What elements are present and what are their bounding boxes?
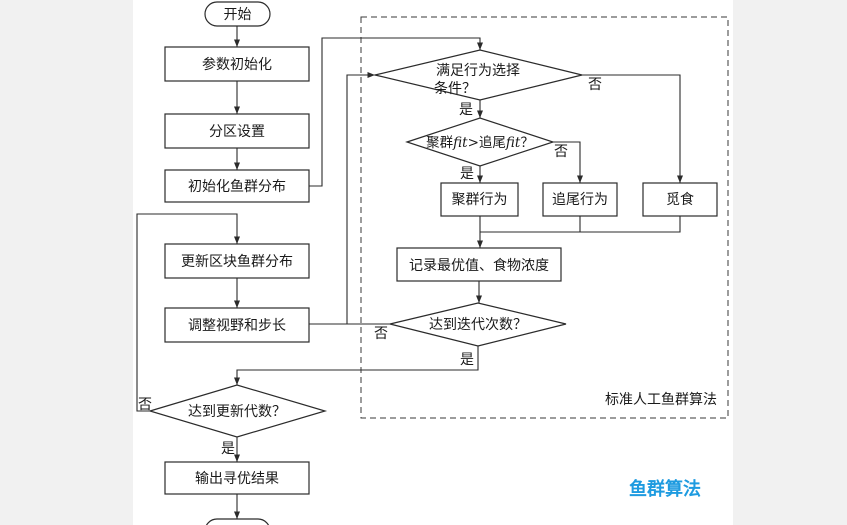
generation-check-diamond [147, 384, 328, 438]
behavior-check-line2: 条件？ [434, 80, 476, 97]
param-init-node: 参数初始化 [164, 46, 310, 82]
record-box [396, 247, 562, 282]
line-forage-merge [580, 216, 681, 233]
swarm-box [440, 182, 519, 217]
iteration-yes-label: 是 [460, 352, 474, 368]
behavior-check-diamond [374, 49, 583, 101]
swarm-label: 聚群行为 [452, 192, 508, 208]
arrow-fish-to-behavior-check [309, 37, 484, 187]
adjust-view-box [164, 307, 310, 343]
arrow-generation-no-to-update [136, 213, 241, 412]
start-terminator [204, 1, 271, 27]
forage-node: 觅食 [642, 182, 718, 217]
output-label: 输出寻优结果 [195, 471, 279, 487]
update-block-box [164, 243, 310, 279]
init-fish-node: 初始化鱼群分布 [164, 169, 310, 203]
record-node: 记录最优值、食物浓度 [396, 247, 562, 282]
standard-afsa-region [360, 16, 729, 419]
init-fish-label: 初始化鱼群分布 [188, 178, 286, 195]
forage-box [642, 182, 718, 217]
adjust-view-label: 调整视野和步长 [188, 318, 286, 334]
end-terminator [205, 518, 270, 525]
param-init-box [164, 46, 310, 82]
iteration-check-diamond [389, 302, 567, 347]
adjust-view-node: 调整视野和步长 [164, 307, 310, 343]
generation-check-label: 达到更新代数？ [188, 404, 286, 420]
output-node: 输出寻优结果 [164, 461, 310, 495]
behavior-check-line1: 满足行为选择 [436, 63, 520, 79]
arrow-behavior-no-to-forage [582, 74, 684, 183]
compare-fit-a: fit [452, 135, 468, 151]
caption-label: 鱼群算法 [629, 478, 701, 500]
follow-node: 追尾行为 [542, 182, 618, 217]
compare-part3: ？ [520, 135, 534, 151]
arrow-compare-no-to-follow [553, 141, 584, 183]
param-init-label: 参数初始化 [202, 56, 272, 73]
compare-fit-b: fit [505, 135, 521, 151]
compare-no-label: 否 [554, 144, 568, 160]
update-block-node: 更新区块鱼群分布 [164, 243, 310, 279]
standard-afsa-title: 标准人工鱼群算法 [605, 391, 717, 408]
connectors [136, 26, 684, 519]
iteration-check-label: 达到迭代次数？ [429, 317, 527, 333]
behavior-yes-label: 是 [459, 102, 473, 118]
compare-yes-label: 是 [460, 166, 474, 182]
output-box [164, 461, 310, 495]
generation-check-node: 达到更新代数？ [147, 384, 328, 438]
update-block-label: 更新区块鱼群分布 [181, 253, 293, 270]
behavior-check-node: 满足行为选择 条件？ [374, 49, 583, 101]
init-fish-box [164, 169, 310, 203]
arrow-iteration-yes-to-generation [233, 346, 479, 385]
record-label: 记录最优值、食物浓度 [409, 257, 549, 274]
partition-box [164, 113, 310, 149]
partition-label: 分区设置 [209, 124, 265, 140]
follow-box [542, 182, 618, 217]
iteration-no-label: 否 [374, 326, 388, 342]
start-label: 开始 [224, 7, 252, 23]
compare-part1: 聚群 [426, 135, 453, 151]
compare-part2: >追尾 [468, 135, 506, 151]
arrow-adjust-to-behavior-check [309, 71, 375, 325]
generation-yes-label: 是 [221, 441, 235, 457]
forage-label: 觅食 [666, 191, 694, 208]
compare-diamond [405, 117, 555, 167]
swarm-node: 聚群行为 [440, 182, 519, 217]
generation-no-label: 否 [138, 397, 152, 413]
iteration-check-node: 达到迭代次数？ [389, 302, 567, 347]
partition-node: 分区设置 [164, 113, 310, 149]
start-node: 开始 [204, 1, 271, 27]
follow-label: 追尾行为 [552, 192, 608, 208]
compare-label: 聚群fit>追尾fit？ [426, 135, 534, 151]
behavior-no-label: 否 [588, 77, 602, 93]
compare-node: 聚群fit>追尾fit？ [405, 117, 555, 167]
